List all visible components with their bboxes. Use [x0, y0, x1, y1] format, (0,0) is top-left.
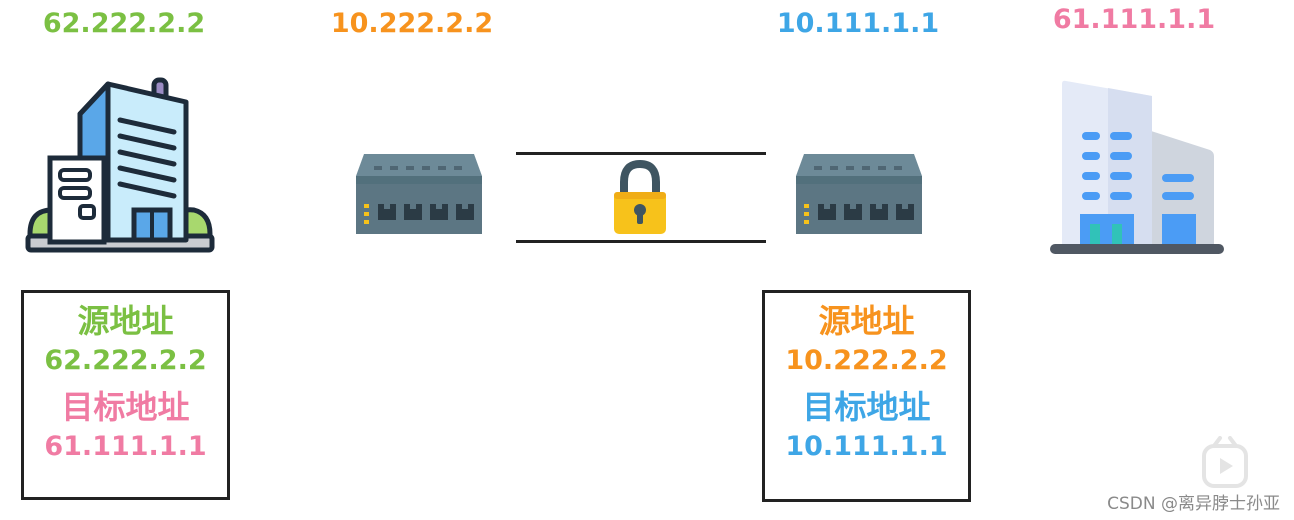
destination-address-label: 目标地址 — [61, 388, 190, 426]
right-router-ip: 10.111.1.1 — [776, 8, 940, 39]
play-button-icon — [1202, 436, 1248, 488]
left-router-icon — [356, 154, 482, 234]
source-address-value: 62.222.2.2 — [44, 345, 207, 376]
right-office-building-icon — [1050, 80, 1224, 254]
source-address-value: 10.222.2.2 — [785, 345, 948, 376]
destination-address-value: 61.111.1.1 — [44, 431, 207, 462]
source-address-label: 源地址 — [77, 302, 174, 340]
destination-address-label: 目标地址 — [802, 388, 931, 426]
packet-header-left: 源地址 62.222.2.2 目标地址 61.111.1.1 — [21, 290, 230, 500]
tunnel-top-line — [516, 152, 766, 155]
left-router-ip: 10.222.2.2 — [330, 8, 494, 39]
right-router-icon — [796, 154, 922, 234]
source-address-label: 源地址 — [818, 302, 915, 340]
office-building-icon — [25, 77, 215, 253]
left-site-ip: 62.222.2.2 — [42, 8, 206, 39]
tunnel-bottom-line — [516, 240, 766, 243]
right-site-ip: 61.111.1.1 — [1052, 4, 1216, 35]
watermark-text: CSDN @离异脖士孙亚 — [1107, 494, 1280, 514]
padlock-icon — [614, 160, 666, 234]
packet-header-right: 源地址 10.222.2.2 目标地址 10.111.1.1 — [762, 290, 971, 502]
destination-address-value: 10.111.1.1 — [785, 431, 948, 462]
